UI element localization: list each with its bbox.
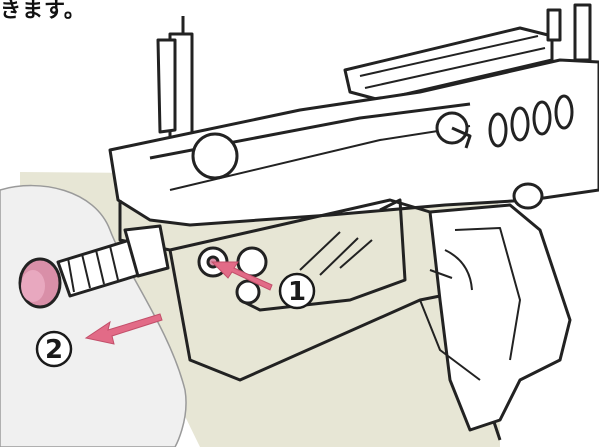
step-1-marker: 1	[280, 274, 314, 308]
step-1-label: 1	[288, 277, 306, 307]
step-2-marker: 2	[37, 332, 71, 366]
step-2-label: 2	[45, 335, 63, 365]
front-sight	[158, 16, 192, 150]
